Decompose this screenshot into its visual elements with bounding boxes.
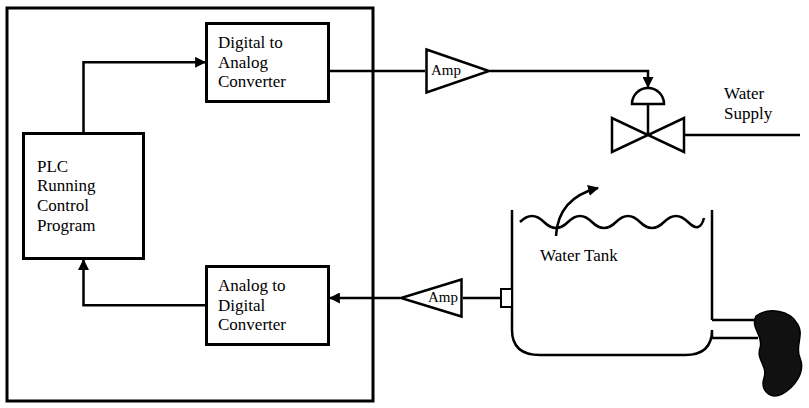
signal-connector [463, 297, 500, 300]
node-label: Water Tank [540, 246, 618, 266]
process-box: PLC Running Control Program [22, 132, 145, 260]
node-label: Digital to Analog Converter [218, 33, 317, 92]
signal-connector [84, 62, 206, 132]
node-label: Amp [428, 289, 458, 306]
water-flow-arrow [556, 188, 598, 236]
converter-box: Digital to Analog Converter [205, 22, 330, 103]
amplifier-outline [427, 50, 490, 93]
water-splash [754, 311, 801, 396]
valve-stem [647, 104, 650, 135]
amplifier-triangle: Amp [400, 278, 463, 318]
level-sensor [501, 289, 512, 307]
node-label: PLC Running Control Program [37, 157, 109, 235]
outlet-pipe [712, 320, 758, 338]
valve-symbol [612, 118, 684, 152]
valve-actuator [632, 88, 664, 104]
signal-connector [84, 260, 206, 305]
valve-signal-line [490, 71, 648, 87]
node-label: Analog to Digital Converter [218, 276, 317, 335]
supply-pipe [684, 134, 800, 137]
amplifier-outline [401, 280, 462, 317]
node-label: Amp [431, 62, 461, 79]
tank-wall [512, 210, 712, 355]
pipe-label: Water Supply [724, 84, 786, 123]
converter-box: Analog to Digital Converter [205, 265, 330, 346]
signal-connector [330, 70, 425, 73]
water-tank: Water Tank [500, 200, 725, 360]
plc-housing [7, 8, 373, 401]
amplifier-triangle: Amp [425, 48, 490, 94]
water-surface [520, 216, 704, 228]
signal-connector [330, 297, 400, 300]
tank-outline [500, 200, 725, 360]
